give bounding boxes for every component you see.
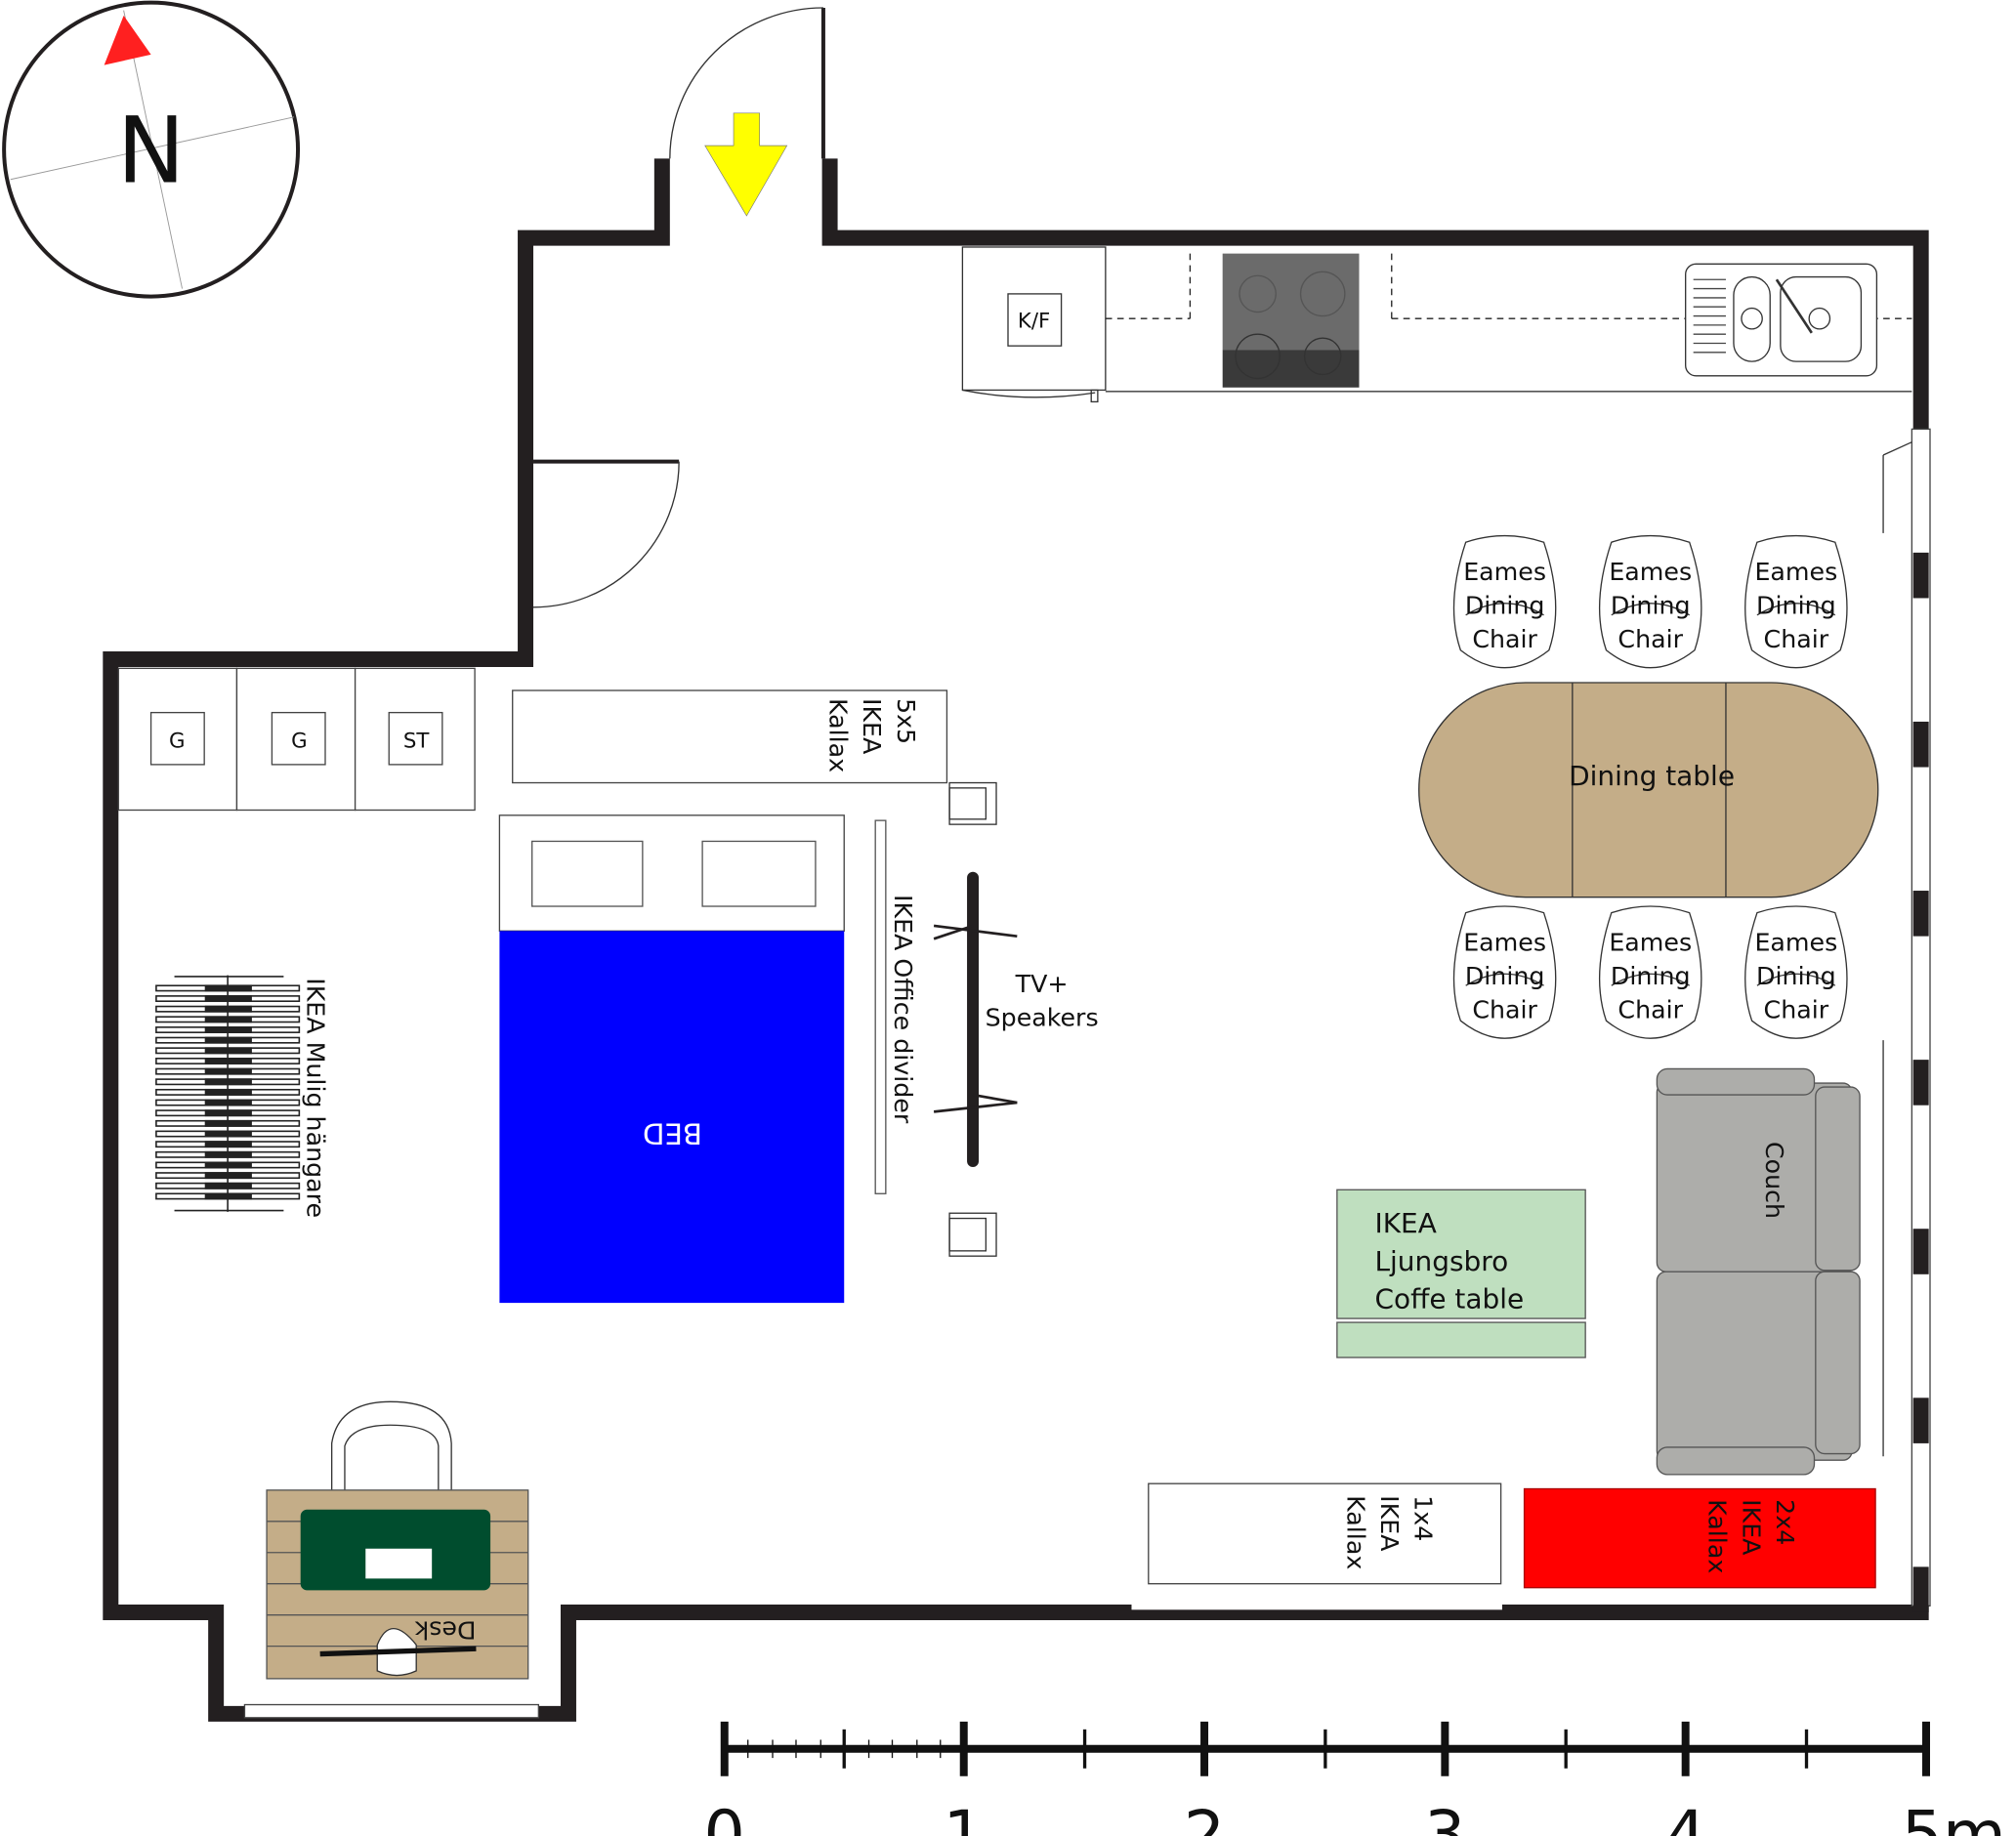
kallax-2x4-label: Kallax xyxy=(1703,1499,1732,1573)
kallax-1x4-label: IKEA xyxy=(1375,1495,1404,1552)
kallax-1x4-label: 1x4 xyxy=(1409,1495,1438,1541)
bed: BED xyxy=(498,814,845,1304)
bed-label: BED xyxy=(643,1116,702,1149)
chair-label: Eames xyxy=(1463,928,1546,956)
tv-label: Speakers xyxy=(986,1004,1099,1032)
coffee-table-label: Coffe table xyxy=(1374,1282,1524,1314)
chair-label: Eames xyxy=(1609,558,1692,586)
dining-table-label: Dining table xyxy=(1569,760,1735,792)
pillow xyxy=(701,840,817,907)
closet-label: G xyxy=(169,730,186,754)
chair-label: Dining xyxy=(1756,591,1836,619)
kallax-5x5-label: Kallax xyxy=(824,698,853,772)
chair-label: Chair xyxy=(1472,996,1537,1024)
kallax-5x5: 5x5 IKEA Kallax xyxy=(512,689,948,784)
entrance-door[interactable] xyxy=(669,7,825,159)
dining-chair: Eames Dining Chair xyxy=(1452,905,1557,1039)
dining-chair: Eames Dining Chair xyxy=(1744,905,1848,1039)
desk-label: Desk xyxy=(414,1615,476,1644)
pillow xyxy=(531,840,644,907)
couch-label: Couch xyxy=(1760,1142,1788,1219)
speaker xyxy=(948,781,997,825)
chair-label: Eames xyxy=(1754,928,1837,956)
hanger-label: IKEA Mulig hängare xyxy=(301,978,329,1218)
chair-label: Eames xyxy=(1463,558,1546,586)
chair-label: Dining xyxy=(1611,962,1691,990)
kallax-1x4-label: Kallax xyxy=(1342,1495,1370,1569)
chair-label: Dining xyxy=(1756,962,1836,990)
closet-label: G xyxy=(291,730,308,754)
chair-label: Chair xyxy=(1472,625,1537,653)
kallax-2x4-label: IKEA xyxy=(1737,1499,1765,1556)
dining-chair: Eames Dining Chair xyxy=(1744,534,1848,669)
dining-chair: Eames Dining Chair xyxy=(1598,534,1702,669)
dining-table: Dining table xyxy=(1418,682,1879,898)
kallax-2x4-label: 2x4 xyxy=(1771,1499,1799,1545)
chair-label: Chair xyxy=(1764,996,1829,1024)
coffee-table-label: IKEA xyxy=(1374,1207,1436,1239)
stove xyxy=(1222,253,1360,388)
office-divider-label: IKEA Office divider xyxy=(889,895,917,1124)
closets: G G ST xyxy=(117,667,476,812)
scale-bar xyxy=(720,1721,1930,1776)
kallax-5x5-label: IKEA xyxy=(858,698,886,755)
coffee-table-label: Ljungsbro xyxy=(1374,1245,1508,1277)
desk: Desk xyxy=(266,1400,529,1680)
kallax-2x4: 2x4 IKEA Kallax xyxy=(1523,1487,1876,1589)
chair-label: Eames xyxy=(1754,558,1837,586)
compass: N xyxy=(2,0,301,299)
closet-label: ST xyxy=(403,730,431,754)
chair-label: Dining xyxy=(1611,591,1691,619)
dining-chair: Eames Dining Chair xyxy=(1598,905,1702,1039)
chair-label: Dining xyxy=(1465,962,1545,990)
speaker xyxy=(948,1212,997,1257)
scale-labels: 0 1 2 3 4 5m xyxy=(704,1796,2006,1836)
kallax-5x5-label: 5x5 xyxy=(892,698,920,744)
scale-label: 0 xyxy=(704,1796,745,1836)
coffee-table: IKEA Ljungsbro Coffe table xyxy=(1336,1189,1586,1358)
sink xyxy=(1685,263,1878,377)
inner-door[interactable] xyxy=(533,459,680,608)
scale-label: 5m xyxy=(1902,1796,2006,1836)
kallax-1x4: 1x4 IKEA Kallax xyxy=(1148,1482,1502,1585)
office-divider xyxy=(874,819,887,1194)
tv-label: TV+ xyxy=(1015,970,1069,998)
couch: Couch xyxy=(1656,1067,1861,1476)
scale-label: 1 xyxy=(944,1796,985,1836)
dining-chair: Eames Dining Chair xyxy=(1452,534,1557,669)
north-needle-icon xyxy=(104,15,151,65)
kitchen: K/F xyxy=(961,246,1912,403)
chair-label: Chair xyxy=(1617,625,1683,653)
laptop xyxy=(365,1548,433,1579)
scale-label: 4 xyxy=(1665,1796,1706,1836)
entrance-arrow-icon xyxy=(704,112,788,217)
scale-label: 2 xyxy=(1184,1796,1225,1836)
compass-label: N xyxy=(117,97,186,203)
fridge-label: K/F xyxy=(1018,310,1050,334)
chair-label: Chair xyxy=(1764,625,1829,653)
walls xyxy=(103,158,1931,1722)
tv: TV+ Speakers xyxy=(933,871,1099,1167)
clothes-hanger xyxy=(155,975,301,1212)
chair-label: Eames xyxy=(1609,928,1692,956)
chair-label: Chair xyxy=(1617,996,1683,1024)
chair-label: Dining xyxy=(1465,591,1545,619)
scale-label: 3 xyxy=(1424,1796,1465,1836)
